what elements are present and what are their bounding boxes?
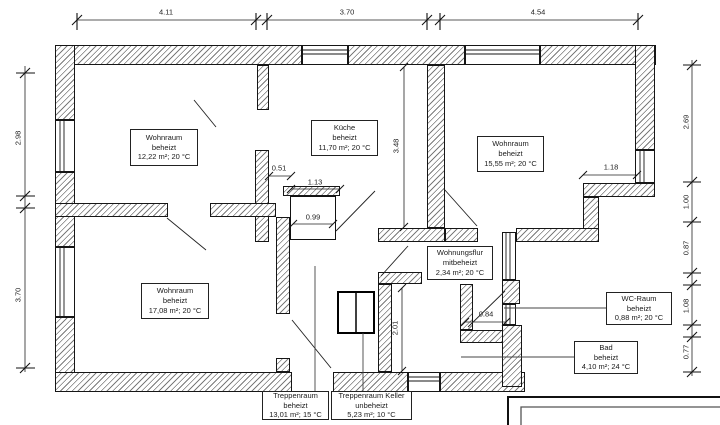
room-label-treppenraum: Treppenraum beheizt 13,01 m²; 15 °C [262,391,329,420]
wall-bottom-b [333,372,408,392]
wall-step-h [583,183,655,197]
wall-right-top [635,45,655,150]
window-left-upper [55,120,75,172]
room-name: WC-Raum [621,293,657,303]
dim-top-1: 4.11 [158,7,174,17]
window-bottom [408,372,440,392]
room-area-temp: 13,01 m²; 15 °C [269,410,322,420]
room-heating: mitbeheizt [442,258,478,268]
room-label-bad: Bad beheizt 4,10 m²; 24 °C [574,341,638,374]
wall-pillar-kitchen [257,65,269,110]
wall-blroom-right-b [276,358,290,372]
dim-084: 0.84 [478,309,494,319]
dim-051: 0.51 [271,163,287,173]
window-top-right [465,45,540,65]
wall-blroom-right-a [276,217,290,314]
wall-top-right [540,45,656,65]
wall-wc-left [460,284,473,330]
wall-east-block-a [502,280,520,304]
room-name: Wohnraum [492,139,529,149]
wall-bottom-a [55,372,292,392]
room-label-wc-raum: WC-Raum beheizt 0,88 m²; 20 °C [606,292,672,325]
wall-east-block-b [502,325,522,387]
dim-099: 0.99 [305,212,321,222]
room-heating: beheizt [498,149,523,159]
room-name: Treppenraum Keller [338,390,405,400]
room-heating: unbeheizt [355,400,388,410]
window-east-upper [502,232,516,280]
wall-top-left [55,45,302,65]
wall-flur-top-b [445,228,478,242]
room-name: Küche [333,123,356,133]
wall-wc-bottom [460,330,504,343]
wall-divider-left-a [55,203,168,217]
wall-corridor-left [255,150,269,242]
room-heating: beheizt [593,352,619,362]
room-area-temp: 0,88 m²; 20 °C [614,313,664,323]
room-label-treppenraum-keller: Treppenraum Keller unbeheizt 5,23 m²; 10… [331,391,412,420]
room-label-wohnraum-top-left: Wohnraum beheizt 12,22 m²; 20 °C [130,129,198,166]
window-left-lower [55,247,75,317]
room-heating: beheizt [162,296,188,306]
dim-201: 2.01 [390,320,400,336]
wall-divider-left-b [210,203,276,217]
room-area-temp: 4,10 m²; 24 °C [581,362,631,372]
room-label-wohnraum-bottom-left: Wohnraum beheizt 17,08 m²; 20 °C [141,283,209,319]
dim-right-5: 0.77 [681,344,691,360]
wall-kitchen-right [427,65,445,228]
dim-left-2: 3.70 [13,287,23,303]
room-area-temp: 11,70 m²; 20 °C [318,142,371,152]
room-heating: beheizt [332,133,357,143]
room-heating: beheizt [283,400,308,410]
room-area-temp: 12,22 m²; 20 °C [137,152,191,162]
dim-top-3: 4.54 [530,7,546,17]
wall-flur-top-east [516,228,599,242]
room-name: Bad [599,342,613,352]
room-area-temp: 17,08 m²; 20 °C [148,305,202,315]
wall-closet-top [283,186,340,196]
room-name: Wohnraum [145,132,183,142]
room-heating: beheizt [151,142,177,152]
dim-348: 3.48 [391,138,401,154]
room-area-temp: 2,34 m²; 20 °C [435,267,485,277]
wall-left-a [55,45,75,120]
window-east-lower [502,304,516,325]
dim-113: 1.13 [307,177,323,187]
room-name: Wohnraum [156,286,194,296]
dim-118: 1.18 [603,162,619,172]
dim-top-2: 3.70 [339,7,355,17]
room-heating: beheizt [626,303,652,313]
wall-stair-right [378,284,392,372]
dim-right-2: 1.00 [681,194,691,210]
wall-flur-top-a [378,228,445,242]
window-right [635,150,655,183]
room-label-wohnungsflur: Wohnungsflur mitbeheizt 2,34 m²; 20 °C [427,246,493,280]
wall-flur-west-nub [378,272,422,284]
closet-box [290,196,336,240]
window-top-kitchen [302,45,348,65]
room-area-temp: 5,23 m²; 10 °C [347,410,396,420]
room-label-wohnraum-top-right: Wohnraum beheizt 15,55 m²; 20 °C [477,136,544,172]
room-name: Treppenraum [273,390,318,400]
room-name: Wohnungsflur [436,248,484,258]
room-area-temp: 15,55 m²; 20 °C [484,158,537,168]
dim-left-1: 2.98 [13,130,23,146]
dim-right-1: 2.69 [681,114,691,130]
dim-right-4: 1.08 [681,298,691,314]
wall-top-mid [348,45,465,65]
stair-flight [337,291,375,334]
dim-right-3: 0.87 [681,240,691,256]
room-label-kueche: Küche beheizt 11,70 m²; 20 °C [311,120,378,156]
